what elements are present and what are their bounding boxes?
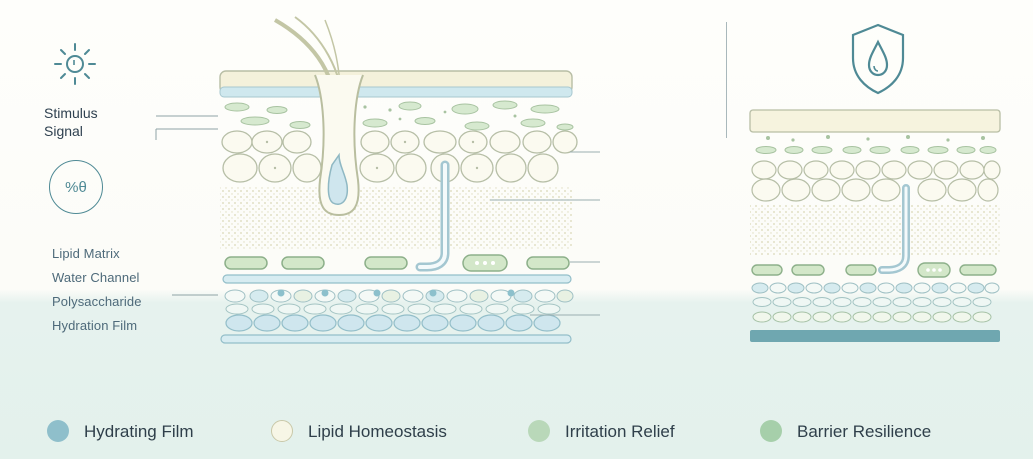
- keratinocyte-cells: [221, 130, 578, 183]
- treated-skin-diagram: [749, 109, 1001, 342]
- dermal-matrix: [220, 187, 572, 249]
- hair-follicle-icon: [274, 16, 364, 217]
- legend-swatch-hydrating-film: [47, 420, 69, 442]
- legend-swatch-barrier-resilience: [760, 420, 782, 442]
- layer-label-lipid-matrix: Lipid Matrix: [52, 246, 120, 261]
- water-channel-band: [222, 274, 572, 284]
- stimulus-signal-group: Stimulus Signal: [44, 38, 124, 148]
- water-drop-shield-icon: [851, 23, 905, 95]
- legend: Hydrating Film Lipid Homeostasis Irritat…: [0, 418, 1033, 448]
- layer-label-water-channel: Water Channel: [52, 270, 140, 285]
- stimulus-label: Stimulus: [44, 105, 98, 121]
- signal-label: Signal: [44, 123, 83, 139]
- sweat-duct: [415, 160, 450, 272]
- legend-label-hydrating-film: Hydrating Film: [84, 422, 194, 441]
- legend-label-irritation-relief: Irritation Relief: [565, 422, 675, 441]
- upper-lipid-beads: [224, 100, 574, 131]
- polysaccharide-beads: [224, 289, 574, 303]
- layer-label-hydration-film: Hydration Film: [52, 318, 138, 333]
- hydration-film-cells: [225, 314, 561, 332]
- legend-label-barrier-resilience: Barrier Resilience: [797, 422, 932, 441]
- main-diagram-pointer-lines: [490, 151, 600, 316]
- hydration-film-base: [220, 334, 572, 344]
- divider-line: [726, 22, 727, 138]
- legend-swatch-irritation-relief: [528, 420, 550, 442]
- layer-label-polysaccharide: Polysaccharide: [52, 294, 142, 309]
- polysaccharide-pointer-line: [172, 294, 218, 296]
- legend-label-lipid-homeostasis: Lipid Homeostasis: [308, 422, 447, 441]
- percent-badge-text: %θ: [65, 178, 87, 196]
- water-film-top: [219, 86, 573, 98]
- legend-swatch-lipid-homeostasis: [271, 420, 293, 442]
- main-skin-diagram: [219, 16, 578, 344]
- sun-burst-icon: [54, 43, 96, 85]
- percent-circle-icon: %θ: [49, 160, 103, 214]
- stimulus-pointer-lines: [155, 115, 218, 140]
